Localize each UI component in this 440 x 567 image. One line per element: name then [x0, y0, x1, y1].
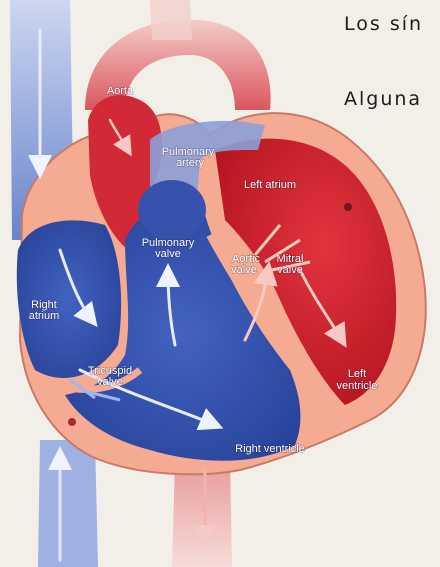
inferior-vena-cava [38, 440, 98, 567]
label-right-ventricle: Right ventricle [235, 443, 305, 455]
label-right-atrium-2: atrium [29, 310, 60, 322]
label-left-ventricle-2: ventricle [337, 380, 378, 392]
coronary-vessel-dot [68, 418, 76, 426]
label-left-atrium: Left atrium [244, 179, 296, 191]
label-aorta: Aorta [107, 85, 134, 97]
label-mitral-valve-2: valve [277, 264, 303, 276]
coronary-vessel-dot [344, 203, 352, 211]
label-tricuspid-valve-2: valve [97, 376, 123, 388]
label-aortic-valve-2: valve [231, 264, 257, 276]
descending-aorta [172, 460, 232, 567]
label-left-ventricle-1: Left [348, 368, 366, 380]
caption-line-1: Los sín [344, 13, 423, 35]
caption-line-2: Alguna [344, 88, 422, 110]
aorta-branch [150, 0, 192, 40]
pulmonary-valve-region [138, 180, 206, 240]
label-pulmonary-valve-2: valve [155, 248, 181, 260]
label-pulmonary-artery-2: artery [176, 157, 205, 169]
